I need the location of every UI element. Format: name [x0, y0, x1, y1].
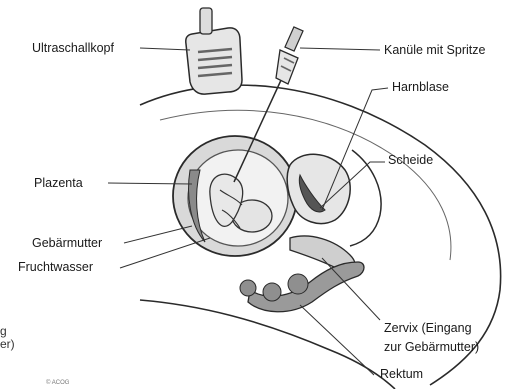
rectum-bulge-3 [288, 274, 308, 294]
copyright-notice: © ACOG [46, 376, 69, 390]
label-rektum: Rektum [380, 367, 423, 381]
label-kanuele-mit-spritze: Kanüle mit Spritze [384, 43, 485, 57]
leader-ultraschallkopf [140, 48, 190, 50]
leader-kanuele [300, 48, 380, 50]
leader-rektum [300, 305, 374, 375]
label-zervix-line1: Zervix (Eingang [384, 321, 472, 335]
label-plazenta: Plazenta [34, 176, 83, 190]
rectum-bulge-2 [263, 283, 281, 301]
rectum-bulge-1 [240, 280, 256, 296]
leader-gebaermutter [124, 226, 192, 243]
label-zervix-line2: zur Gebärmutter) [384, 340, 479, 354]
label-harnblase: Harnblase [392, 80, 449, 94]
label-scheide: Scheide [388, 153, 433, 167]
leader-fruchtwasser [120, 238, 210, 268]
scheide-contour [350, 150, 381, 246]
label-gebaermutter: Gebärmutter [32, 236, 102, 250]
label-ultraschallkopf: Ultraschallkopf [32, 41, 114, 55]
back-outline [140, 300, 395, 389]
left-cut-text-2: er) [0, 338, 15, 351]
ultrasound-probe-icon [186, 8, 242, 94]
label-fruchtwasser: Fruchtwasser [18, 260, 93, 274]
